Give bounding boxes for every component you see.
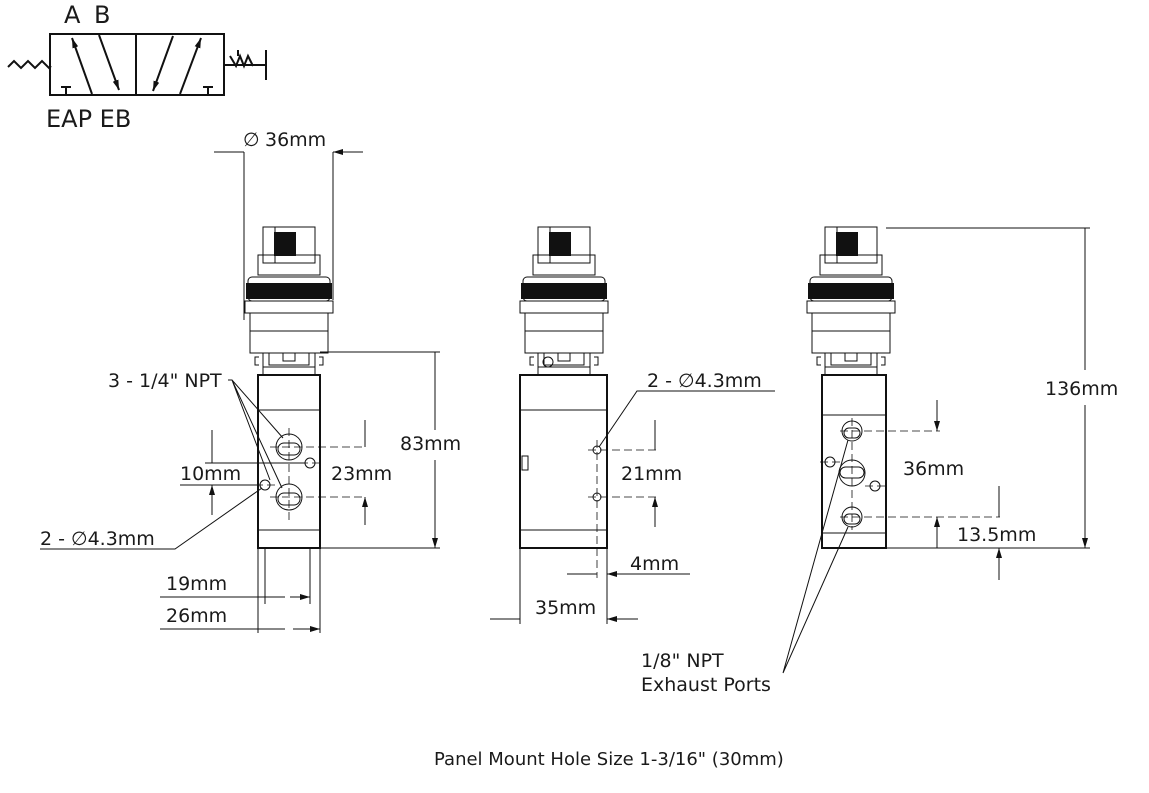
valve-body	[257, 374, 321, 549]
diameter-dimension: 36mm	[265, 129, 326, 151]
total-height-dimension: 136mm	[1045, 378, 1118, 400]
height-dimension: 83mm	[400, 433, 461, 455]
mount-holes-label: 2 - ∅4.3mm	[647, 370, 762, 392]
spring-return-icon	[224, 50, 267, 80]
outer-width-dimension: 26mm	[166, 605, 227, 627]
hole-spacing-dimension: 21mm	[621, 463, 682, 485]
pneumatic-symbol: A B EAP EB	[7, 1, 267, 133]
hole-spacing-dimension: 23mm	[331, 463, 392, 485]
ports-bottom-label: EAP EB	[46, 105, 131, 133]
left-view: ∅ 36mm 83mm 23mm 10mm 3 - 1/4" NPT 2 - ∅…	[40, 129, 461, 633]
diameter-symbol: ∅	[243, 129, 260, 151]
panel-mount-caption: Panel Mount Hole Size 1-3/16" (30mm)	[434, 749, 784, 770]
valve-head	[519, 226, 609, 376]
port-b-label: B	[94, 1, 110, 29]
middle-view: 21mm 2 - ∅4.3mm 4mm 35mm	[490, 226, 775, 624]
exhaust-label-line1: 1/8" NPT	[641, 650, 724, 672]
manual-actuator-icon	[7, 59, 52, 70]
valve-head	[806, 226, 896, 376]
port-a-label: A	[64, 1, 81, 29]
right-view: 136mm 36mm 13.5mm 1/8" NPT Exhaust Ports	[641, 226, 1118, 696]
exhaust-label-line2: Exhaust Ports	[641, 674, 771, 696]
screw-icon	[542, 356, 554, 368]
width-dimension: 35mm	[535, 597, 596, 619]
mount-holes-label: 2 - ∅4.3mm	[40, 528, 155, 550]
valve-head	[244, 226, 334, 376]
npt-ports-label: 3 - 1/4" NPT	[108, 370, 222, 392]
valve-body	[821, 374, 887, 549]
exhaust-leader	[782, 439, 849, 674]
bottom-offset-dimension: 13.5mm	[957, 524, 1036, 546]
valve-body	[519, 374, 608, 549]
offset-dimension: 4mm	[630, 553, 679, 575]
inner-width-dimension: 19mm	[166, 573, 227, 595]
port-spacing-dimension: 36mm	[903, 458, 964, 480]
small-spacing-dimension: 10mm	[180, 463, 241, 485]
